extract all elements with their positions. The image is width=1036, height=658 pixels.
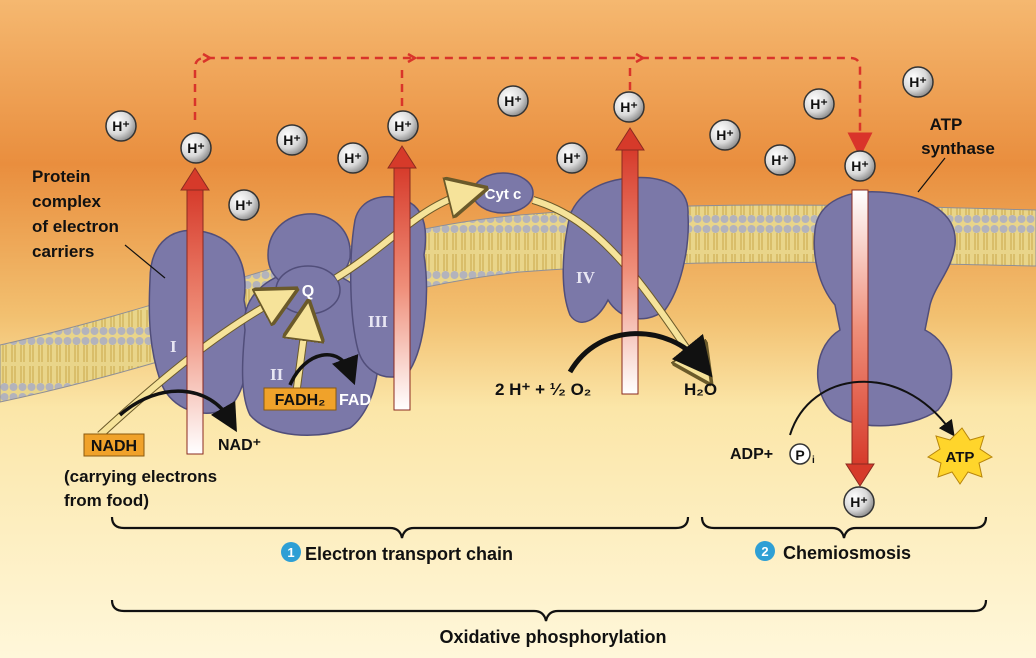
- h-plus-label: H⁺: [112, 118, 130, 134]
- protein-complex-line-4: carriers: [32, 242, 94, 261]
- oxygen-reaction-label: 2 H⁺ + ¹⁄₂ O₂: [495, 380, 591, 399]
- atp-synthase-line-2: synthase: [921, 139, 995, 158]
- chemiosmosis-section-label: 2 Chemiosmosis: [755, 541, 911, 563]
- atp-synthase-label: ATP synthase: [921, 115, 995, 158]
- h-plus-label: H⁺: [394, 118, 412, 134]
- fadh2-oxidation-arrow: [288, 353, 359, 386]
- pi-label: P: [795, 447, 804, 463]
- etc-section-label: 1 Electron transport chain: [281, 542, 513, 564]
- h-plus-ion-icon: H⁺: [180, 132, 212, 164]
- h-plus-label: H⁺: [771, 152, 789, 168]
- h-plus-ion-icon: H⁺: [387, 110, 419, 142]
- h-plus-ion-icon: H⁺: [105, 110, 137, 142]
- h-plus-label: H⁺: [283, 132, 301, 148]
- protein-complex-line-1: Protein: [32, 167, 91, 186]
- protein-complex-label: Protein complex of electron carriers: [32, 167, 119, 261]
- proton-ions: H⁺ H⁺ H⁺ H⁺ H⁺ H⁺ H⁺ H⁺ H⁺ H⁺ H⁺ H⁺ H⁺ H⁺ H⁺: [105, 66, 934, 518]
- complex-I-label: I: [170, 337, 177, 356]
- atp-synthase-leader-line: [917, 157, 946, 193]
- h-plus-ion-icon: H⁺: [556, 142, 588, 174]
- nad-plus-label: NAD⁺: [218, 437, 261, 454]
- h-plus-label: H⁺: [850, 494, 868, 510]
- h-plus-label: H⁺: [235, 197, 253, 213]
- oxygen-reduction-arrow: [567, 331, 713, 378]
- h-plus-label: H⁺: [810, 96, 828, 112]
- chemiosmosis-label: Chemiosmosis: [783, 543, 911, 563]
- nadh-note-line-1: (carrying electrons: [64, 467, 217, 486]
- h-plus-label: H⁺: [716, 127, 734, 143]
- proton-pump-arrow-III: [387, 145, 417, 411]
- atp-synthase-protein: [813, 191, 956, 427]
- phosphate-icon: P i: [789, 443, 815, 466]
- atp-synthesis-arrow: [789, 380, 955, 437]
- fad-label: FAD: [339, 392, 371, 409]
- h-plus-ion-icon: H⁺: [613, 91, 645, 123]
- h-plus-ion-icon: H⁺: [337, 142, 369, 174]
- oxidative-phosphorylation-brace: [110, 599, 988, 622]
- h-plus-label: H⁺: [909, 74, 927, 90]
- protein-complex-line-2: complex: [32, 192, 102, 211]
- h-plus-label: H⁺: [563, 150, 581, 166]
- h-plus-ion-icon: H⁺: [902, 66, 934, 98]
- proton-flow-arrow-atp-synthase: [845, 189, 875, 487]
- h-plus-ion-icon: H⁺: [844, 150, 876, 182]
- q-label: Q: [302, 283, 314, 300]
- h-plus-ion-icon: H⁺: [803, 88, 835, 120]
- h-plus-label: H⁺: [344, 150, 362, 166]
- dashed-arrow-head-2: [407, 52, 418, 64]
- atp-star-icon: ATP: [926, 427, 994, 485]
- fadh2-label: FADH₂: [275, 392, 326, 409]
- h-plus-ion-icon: H⁺: [276, 124, 308, 156]
- complex-III-label: III: [368, 312, 388, 331]
- nadh-label: NADH: [91, 438, 137, 455]
- chemiosmosis-step-number: 2: [761, 544, 768, 559]
- h-plus-label: H⁺: [504, 93, 522, 109]
- h-plus-ion-icon: H⁺: [228, 189, 260, 221]
- protein-complex-leader-line: [124, 244, 166, 279]
- oxidative-phosphorylation-label: Oxidative phosphorylation: [439, 627, 666, 647]
- h-plus-ion-icon: H⁺: [843, 486, 875, 518]
- h-plus-ion-icon: H⁺: [764, 144, 796, 176]
- complex-IV-label: IV: [576, 268, 596, 287]
- pi-subscript: i: [812, 455, 815, 466]
- h-plus-ion-icon: H⁺: [497, 85, 529, 117]
- complex-II-label: II: [270, 365, 284, 384]
- etc-brace: [110, 516, 690, 539]
- etc-label: Electron transport chain: [305, 544, 513, 564]
- atp-synthase-line-1: ATP: [930, 115, 963, 134]
- nadh-label-box: NADH: [83, 433, 145, 457]
- cyt-c-label: Cyt c: [485, 186, 522, 203]
- water-label: H₂O: [684, 380, 717, 399]
- fadh2-label-box: FADH₂: [263, 387, 337, 411]
- h-plus-label: H⁺: [187, 140, 205, 156]
- proton-flow-dashed-path: [193, 56, 873, 158]
- dashed-arrow-head-1: [202, 52, 213, 64]
- protein-complex-line-3: of electron: [32, 217, 119, 236]
- chemiosmosis-brace: [700, 516, 988, 539]
- nadh-note-line-2: from food): [64, 491, 149, 510]
- h-plus-label: H⁺: [851, 158, 869, 174]
- etc-step-number: 1: [287, 545, 294, 560]
- dashed-arrow-head-3: [635, 52, 646, 64]
- proton-pump-arrow-I: [180, 167, 210, 455]
- h-plus-label: H⁺: [620, 99, 638, 115]
- h-plus-ion-icon: H⁺: [709, 119, 741, 151]
- atp-label: ATP: [946, 449, 975, 466]
- cytochrome-c: Cyt c: [472, 172, 534, 214]
- ubiquinone-q: Q: [275, 265, 341, 315]
- nadh-oxidation-arrow: [118, 389, 237, 433]
- adp-label: ADP+: [730, 446, 773, 463]
